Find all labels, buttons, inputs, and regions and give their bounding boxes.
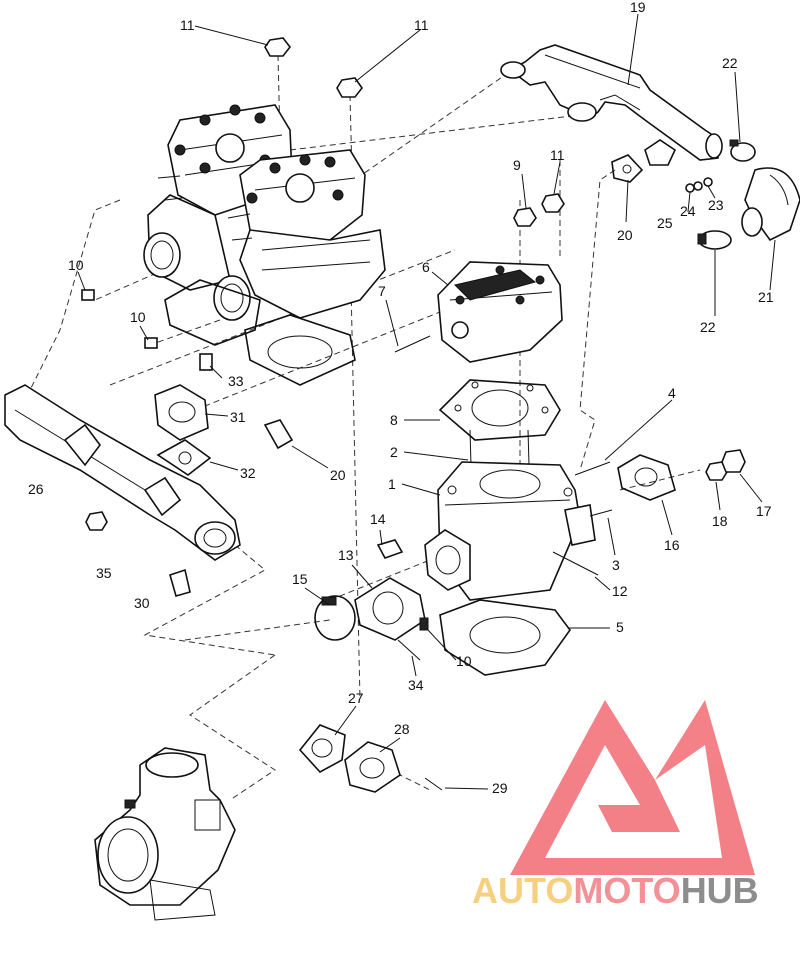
logo-text-hub: HUB bbox=[681, 870, 759, 911]
callout-18: 18 bbox=[712, 513, 728, 529]
callout-labels: 11 11 19 22 9 11 20 25 24 23 22 21 10 10… bbox=[28, 0, 774, 796]
manifold-gasket-20b bbox=[263, 419, 294, 450]
logo-text-auto: AUTO bbox=[472, 870, 573, 911]
intake-clamp bbox=[314, 595, 356, 641]
intake-bolt-34 bbox=[397, 639, 421, 661]
leader-lines bbox=[77, 13, 776, 790]
callout-10-a: 10 bbox=[68, 257, 84, 273]
callout-4: 4 bbox=[668, 385, 676, 401]
callout-13: 13 bbox=[338, 547, 354, 563]
callout-3: 3 bbox=[612, 557, 620, 573]
nut-35 bbox=[85, 511, 108, 531]
callout-8: 8 bbox=[390, 412, 398, 428]
head-nuts bbox=[264, 37, 565, 227]
callout-26: 26 bbox=[28, 481, 44, 497]
svg-text:AUTOMOTOHUB: AUTOMOTOHUB bbox=[472, 870, 759, 911]
callout-10-b: 10 bbox=[130, 309, 146, 325]
callout-30: 30 bbox=[134, 595, 150, 611]
callout-7: 7 bbox=[378, 283, 386, 299]
callout-1: 1 bbox=[388, 476, 396, 492]
cylinder bbox=[424, 461, 596, 601]
callout-11-a: 11 bbox=[180, 17, 195, 33]
exhaust-flange-gasket bbox=[617, 454, 676, 501]
callout-34: 34 bbox=[408, 677, 424, 693]
sensor-30 bbox=[169, 568, 191, 597]
callout-22-a: 22 bbox=[722, 55, 738, 71]
carb-gasket-27 bbox=[298, 724, 346, 774]
callout-9: 9 bbox=[513, 157, 521, 173]
exhaust-clamp-lower bbox=[697, 230, 732, 250]
base-gasket-left bbox=[164, 279, 356, 386]
carburetor bbox=[94, 747, 236, 921]
exhaust-manifold bbox=[500, 44, 723, 166]
callout-24: 24 bbox=[680, 203, 696, 219]
callout-29: 29 bbox=[492, 780, 508, 796]
exhaust-nuts bbox=[705, 449, 746, 481]
base-gasket bbox=[439, 599, 571, 676]
callout-35: 35 bbox=[96, 565, 112, 581]
callout-17: 17 bbox=[756, 503, 772, 519]
adapter-gasket-32 bbox=[156, 439, 212, 476]
callout-31: 31 bbox=[230, 409, 246, 425]
head-stud-7 bbox=[394, 335, 431, 353]
callout-14: 14 bbox=[370, 511, 386, 527]
callout-21: 21 bbox=[758, 289, 774, 305]
fitting-33 bbox=[199, 353, 213, 371]
exhaust-spring-hardware bbox=[685, 177, 713, 193]
callout-5: 5 bbox=[616, 619, 624, 635]
callout-2: 2 bbox=[390, 444, 398, 460]
callout-11-c: 11 bbox=[550, 147, 565, 163]
callout-19: 19 bbox=[630, 0, 646, 15]
callout-33: 33 bbox=[228, 373, 244, 389]
screws-10 bbox=[81, 289, 158, 349]
callout-28: 28 bbox=[394, 721, 410, 737]
callout-20-b: 20 bbox=[330, 467, 346, 483]
callout-12: 12 bbox=[612, 583, 628, 599]
callout-20-a: 20 bbox=[617, 227, 633, 243]
callout-27: 27 bbox=[348, 690, 364, 706]
exhaust-studs bbox=[552, 461, 613, 576]
callout-22-b: 22 bbox=[700, 319, 716, 335]
callout-25: 25 bbox=[657, 215, 673, 231]
callout-23: 23 bbox=[708, 197, 724, 213]
carb-bolt-29 bbox=[424, 777, 443, 791]
cylinder-head bbox=[437, 261, 563, 363]
callout-15: 15 bbox=[292, 571, 308, 587]
carb-flange-28 bbox=[344, 741, 401, 793]
callout-10-c: 10 bbox=[456, 653, 472, 669]
callout-11-b: 11 bbox=[414, 17, 429, 33]
logo-triangle-mark bbox=[510, 700, 755, 875]
carb-adapter-31 bbox=[154, 384, 209, 441]
intake-manifold bbox=[4, 384, 241, 561]
intake-screw-10c bbox=[419, 617, 429, 631]
automotohub-logo: AUTOMOTOHUB bbox=[472, 700, 759, 911]
cylinder-assembly-twin bbox=[143, 104, 386, 321]
assembly-guide-lines bbox=[29, 54, 701, 801]
intake-boot bbox=[354, 539, 426, 641]
callout-32: 32 bbox=[240, 465, 256, 481]
head-gasket bbox=[438, 379, 561, 441]
callout-6: 6 bbox=[422, 259, 430, 275]
logo-text-moto: MOTO bbox=[573, 870, 680, 911]
exhaust-coupler bbox=[741, 167, 800, 242]
exhaust-gasket-upper bbox=[611, 154, 644, 183]
callout-16: 16 bbox=[664, 537, 680, 553]
exhaust-clamp-upper bbox=[729, 139, 756, 162]
